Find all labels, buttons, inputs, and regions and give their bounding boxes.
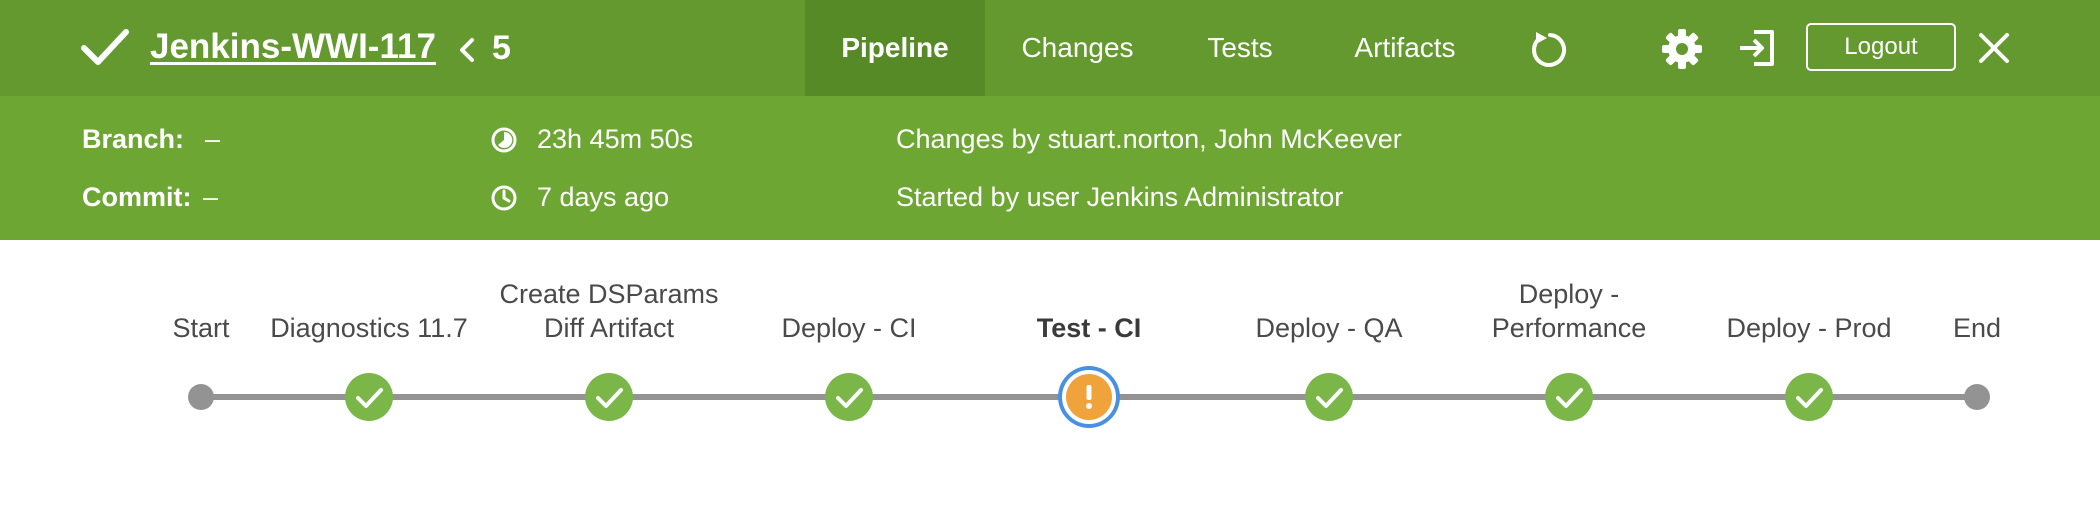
check-icon	[81, 29, 129, 65]
changes-by-text: Changes by stuart.norton, John McKeever	[896, 124, 1402, 154]
check-icon	[1556, 388, 1583, 408]
duration-text: 23h 45m 50s	[537, 124, 694, 154]
stage-node-diagnostics-11-7[interactable]	[345, 373, 393, 421]
stage-label-test-ci[interactable]: Test - CI	[1036, 313, 1142, 343]
stage-label-start: Start	[172, 313, 230, 343]
duration-icon	[491, 127, 517, 153]
stage-node-deploy-qa[interactable]	[1305, 373, 1353, 421]
gear-icon[interactable]	[1660, 27, 1704, 71]
warning-icon	[1086, 385, 1092, 400]
stage-label-deploy-performance[interactable]: Deploy -Performance	[1491, 279, 1647, 343]
top-bar: Jenkins-WWI-117 5 Pipeline Changes Tests…	[0, 0, 2100, 96]
tab-artifacts[interactable]: Artifacts	[1354, 32, 1456, 63]
stage-label-deploy-qa[interactable]: Deploy - QA	[1255, 313, 1403, 343]
check-icon	[836, 388, 863, 408]
clock-icon	[491, 185, 517, 211]
stage-node-deploy-performance[interactable]	[1545, 373, 1593, 421]
commit-value: –	[203, 182, 219, 212]
run-number: 5	[492, 29, 511, 67]
stage-label-end: End	[1952, 313, 2002, 343]
pipeline-graph-svg	[188, 366, 1990, 428]
stage-label-deploy-ci[interactable]: Deploy - CI	[781, 313, 917, 343]
stage-node-end	[1964, 384, 1990, 410]
commit-label: Commit:	[82, 182, 192, 212]
tab-changes[interactable]: Changes	[1021, 32, 1134, 63]
started-ago-text: 7 days ago	[537, 182, 670, 212]
stage-node-create-dsparams-diff-artifact[interactable]	[585, 373, 633, 421]
stage-node-deploy-ci[interactable]	[825, 373, 873, 421]
logout-button[interactable]: Logout	[1806, 23, 1956, 71]
exit-icon[interactable]	[1736, 28, 1778, 68]
stage-node-deploy-prod[interactable]	[1785, 373, 1833, 421]
check-icon	[356, 388, 383, 408]
branch-label: Branch:	[82, 124, 185, 154]
close-icon[interactable]	[1978, 32, 2010, 64]
tab-pipeline[interactable]: Pipeline	[805, 0, 985, 96]
stage-label-diagnostics-11-7[interactable]: Diagnostics 11.7	[270, 313, 468, 343]
chevron-left-icon	[460, 38, 474, 62]
tab-tests[interactable]: Tests	[1207, 32, 1273, 63]
check-icon	[1796, 388, 1823, 408]
stage-node-start	[188, 384, 214, 410]
rerun-icon[interactable]	[1528, 28, 1570, 70]
check-icon	[1316, 388, 1343, 408]
run-info-bar: Branch: – Commit: – 23h 45m 50s 7 days a…	[0, 96, 2100, 240]
started-by-text: Started by user Jenkins Administrator	[896, 182, 1344, 212]
branch-value: –	[205, 124, 221, 154]
check-icon	[596, 388, 623, 408]
pipeline-name-link[interactable]: Jenkins-WWI-117	[150, 27, 436, 66]
stage-node-test-ci[interactable]	[1058, 366, 1120, 428]
stage-label-deploy-prod[interactable]: Deploy - Prod	[1726, 313, 1892, 343]
